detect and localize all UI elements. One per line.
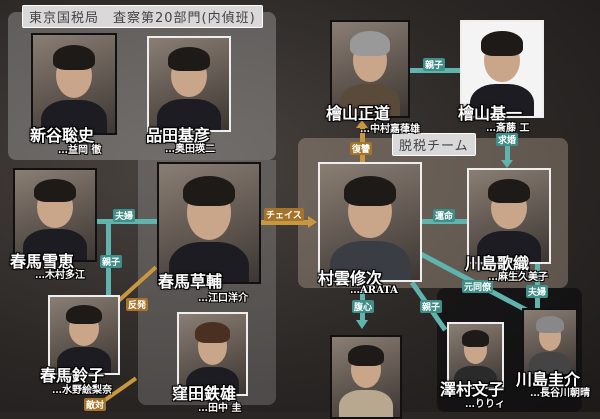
label-haruma-couple: 夫婦 [113,209,136,222]
label-fate: 運命 [433,209,456,222]
actor-kawashima-kaori: …麻生久美子 [488,272,548,283]
photo-shinada[interactable] [147,36,231,132]
label-ex-colleague: 元同僚 [462,280,494,293]
actor-haruma-sosuke: …江口洋介 [198,293,248,304]
actor-murakumo: …ARATA [350,285,398,296]
label-proposal: 求婚 [496,133,519,146]
label-revenge: 復讐 [350,142,373,155]
label-haruma-parent: 親子 [100,255,123,268]
name-kawashima-kaori: 川島歌織 [465,254,530,273]
label-hiyama-parent: 親子 [423,58,446,71]
actor-shinada: …奥田瑛二 [165,144,215,155]
name-hiyama-motokazu: 檜山基一 [458,104,523,123]
arrow-down-icon [356,320,368,329]
photo-kubota[interactable] [177,312,248,396]
photo-confidant[interactable] [330,335,402,419]
name-kubota: 窪田鉄雄 [172,384,237,403]
arrow-down-icon [501,160,513,168]
name-haruma-suzuko: 春馬鈴子 [40,366,105,385]
name-sawamura: 澤村文子 [440,380,505,399]
line-kawashima-couple [535,260,540,308]
photo-niiya[interactable] [31,33,117,135]
name-haruma-yukie: 春馬雪恵 [10,252,75,271]
name-haruma-sosuke: 春馬草輔 [158,272,223,291]
photo-murakumo[interactable] [318,162,422,282]
photo-hiyama-motokazu[interactable] [460,20,544,118]
photo-haruma-sosuke[interactable] [157,162,261,284]
tax-office-label: 東京国税局 査察第20部門(内偵班) [22,5,263,28]
actor-kubota: …田中 圭 [198,403,242,414]
actor-hiyama-masamichi: …中村嘉葎雄 [360,124,420,135]
actor-haruma-yukie: …木村多江 [35,270,85,281]
label-rebellion: 反発 [126,298,149,311]
label-chase: チェイス [264,208,304,221]
arrow-right-icon [308,216,317,228]
photo-kawashima-keisuke[interactable] [522,308,578,376]
actor-niiya: …益岡 徹 [58,145,102,156]
label-confidant: 腹心 [352,300,375,313]
photo-haruma-yukie[interactable] [13,168,97,262]
actor-hiyama-motokazu: …斎藤 工 [486,123,530,134]
photo-kawashima-kaori[interactable] [467,168,551,264]
actor-kawashima-keisuke: …長谷川朝晴 [530,388,590,399]
photo-haruma-suzuko[interactable] [48,295,120,375]
photo-sawamura[interactable] [447,322,504,389]
name-kawashima-keisuke: 川島圭介 [516,370,581,389]
evasion-team-label: 脱税チーム [392,133,476,156]
label-hostile: 敵対 [84,398,107,411]
label-sawamura-parent: 親子 [420,300,443,313]
label-kawashima-couple: 夫婦 [526,285,549,298]
name-murakumo: 村雲修次 [318,269,383,288]
name-shinada: 品田基彦 [146,126,211,145]
actor-haruma-suzuko: …水野絵梨奈 [52,385,112,396]
name-hiyama-masamichi: 檜山正道 [326,104,391,123]
line-chase [258,220,310,225]
arrow-up-icon [356,120,368,128]
name-niiya: 新谷聡史 [30,126,95,145]
photo-hiyama-masamichi[interactable] [330,20,410,118]
actor-sawamura: …りりィ [465,399,505,410]
